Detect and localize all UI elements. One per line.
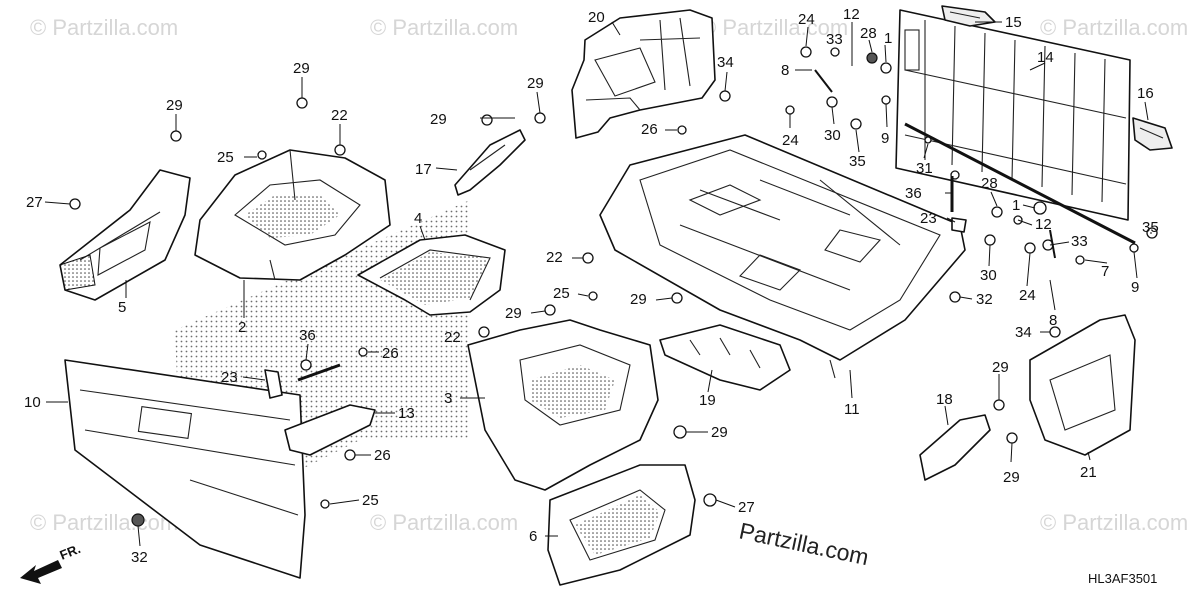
callout-29: 29 (1003, 469, 1020, 486)
callout-22: 22 (546, 249, 563, 266)
part-15-latch (941, 5, 996, 27)
part-14-tailgate (895, 9, 1131, 221)
callout-24: 24 (798, 11, 815, 28)
watermark-text: © Partzilla.com (30, 15, 178, 40)
part-10-panel (64, 359, 306, 579)
callout-25: 25 (553, 285, 570, 302)
part-6-storage (547, 464, 696, 586)
callout-34: 34 (717, 54, 734, 71)
callout-36: 36 (299, 327, 316, 344)
callout-9: 9 (1131, 279, 1139, 296)
brand-logo-text: Partzilla.com (737, 517, 871, 570)
part-5-side-panel (59, 169, 191, 301)
callout-10: 10 (24, 394, 41, 411)
callout-27: 27 (26, 194, 43, 211)
callout-29: 29 (711, 424, 728, 441)
part-18-bracket (919, 414, 991, 481)
callout-25: 25 (362, 492, 379, 509)
part-23-bracket (264, 369, 283, 399)
callout-29: 29 (505, 305, 522, 322)
callout-23: 23 (221, 369, 238, 386)
callout-4: 4 (414, 210, 422, 227)
callout-22: 22 (444, 329, 461, 346)
partzilla-logo: Partzilla.com (737, 517, 871, 570)
callout-24: 24 (1019, 287, 1036, 304)
part-11-cargo-bed (599, 134, 966, 379)
callout-29: 29 (430, 111, 447, 128)
callout-30: 30 (824, 127, 841, 144)
callout-29: 29 (992, 359, 1009, 376)
callout-3: 3 (444, 390, 452, 407)
part-19-bracket (659, 324, 791, 391)
callout-28: 28 (981, 175, 998, 192)
callout-26: 26 (374, 447, 391, 464)
part-17-bracket (454, 129, 526, 196)
watermark-text: © Partzilla.com (30, 510, 178, 535)
front-direction-arrow: FR. (20, 541, 83, 584)
callout-30: 30 (980, 267, 997, 284)
callout-22: 22 (331, 107, 348, 124)
watermark-text: © Partzilla.com (1040, 15, 1188, 40)
callout-28: 28 (860, 25, 877, 42)
watermark-text: © Partzilla.com (370, 510, 518, 535)
callout-5: 5 (118, 299, 126, 316)
callout-labels: 20 24 12 28 1 15 34 33 8 14 29 29 29 22 … (24, 6, 1159, 566)
callout-33: 33 (826, 31, 843, 48)
callout-29: 29 (630, 291, 647, 308)
callout-1: 1 (1012, 197, 1020, 214)
part-4-tray (357, 234, 506, 316)
callout-15: 15 (1005, 14, 1022, 31)
callout-12: 12 (1035, 216, 1052, 233)
callout-35: 35 (849, 153, 866, 170)
callout-6: 6 (529, 528, 537, 545)
callout-16: 16 (1137, 85, 1154, 102)
callout-11: 11 (844, 401, 860, 418)
callout-13: 13 (398, 405, 415, 422)
part-13-bracket (284, 404, 376, 456)
callout-33: 33 (1071, 233, 1088, 250)
watermark-text: © Partzilla.com (370, 15, 518, 40)
part-3-storage (467, 319, 659, 491)
part-21-side-panel (1029, 314, 1136, 456)
callout-21: 21 (1080, 464, 1097, 481)
watermark-text: © Partzilla.com (700, 15, 848, 40)
callout-2: 2 (238, 319, 246, 336)
callout-8: 8 (781, 62, 789, 79)
callout-19: 19 (699, 392, 716, 409)
callout-7: 7 (1101, 263, 1109, 280)
callout-12: 12 (843, 6, 860, 23)
callout-20: 20 (588, 9, 605, 26)
callout-29: 29 (293, 60, 310, 77)
callout-35: 35 (1142, 219, 1159, 236)
callout-1: 1 (884, 30, 892, 47)
watermark-text: © Partzilla.com (1040, 510, 1188, 535)
callout-32: 32 (131, 549, 148, 566)
callout-17: 17 (415, 161, 432, 178)
leader-lines (44, 21, 1152, 547)
part-16-latch (1132, 117, 1173, 151)
callout-23: 23 (920, 210, 937, 227)
direction-label: FR. (58, 541, 83, 563)
callout-26: 26 (641, 121, 658, 138)
callout-36: 36 (905, 185, 922, 202)
callout-14: 14 (1037, 49, 1054, 66)
callout-9: 9 (881, 130, 889, 147)
callout-8: 8 (1049, 312, 1057, 329)
callout-29: 29 (527, 75, 544, 92)
callout-29: 29 (166, 97, 183, 114)
callout-34: 34 (1015, 324, 1032, 341)
callout-27: 27 (738, 499, 755, 516)
callout-31: 31 (916, 160, 933, 177)
callout-24: 24 (782, 132, 799, 149)
callout-18: 18 (936, 391, 953, 408)
watermark-layer: © Partzilla.com © Partzilla.com © Partzi… (30, 15, 1188, 535)
diagram-code: HL3AF3501 (1088, 571, 1157, 586)
part-7-rod (904, 122, 1136, 245)
part-20-side-cover (571, 9, 716, 139)
callout-32: 32 (976, 291, 993, 308)
callout-25: 25 (217, 149, 234, 166)
callout-26: 26 (382, 345, 399, 362)
part-2-storage (194, 149, 391, 281)
